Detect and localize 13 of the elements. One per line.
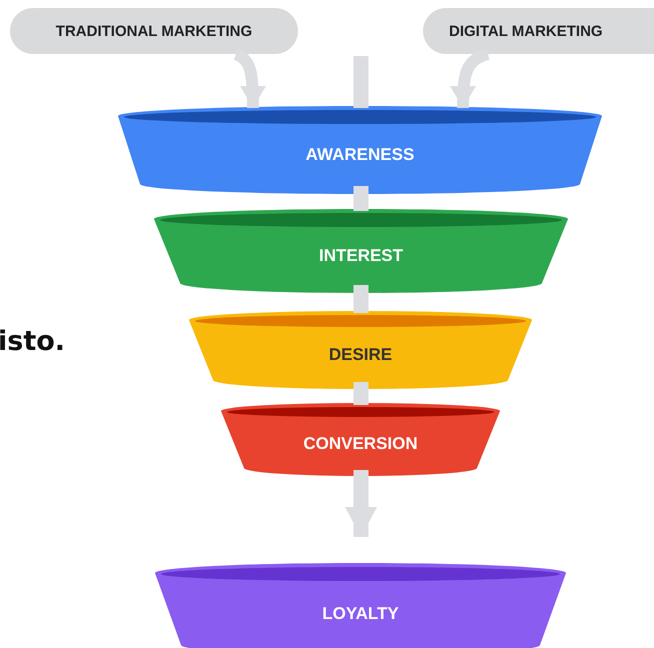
stage-label: LOYALTY <box>322 604 399 624</box>
arrow <box>345 470 377 537</box>
connector-bar <box>354 382 368 405</box>
stage-label: INTEREST <box>318 246 404 266</box>
stage-label: DESIRE <box>328 344 392 364</box>
stage-label: AWARENESS <box>306 145 414 165</box>
callout-bubble: DIGITAL MARKETING <box>423 8 654 54</box>
heading-fragment: isto. <box>0 326 66 357</box>
callout-bubble: TRADITIONAL MARKETING <box>10 8 298 54</box>
stage-label: CONVERSION <box>303 434 418 454</box>
connector-bar <box>354 186 368 211</box>
connector-bar <box>354 56 368 108</box>
connector-bar <box>354 285 368 313</box>
